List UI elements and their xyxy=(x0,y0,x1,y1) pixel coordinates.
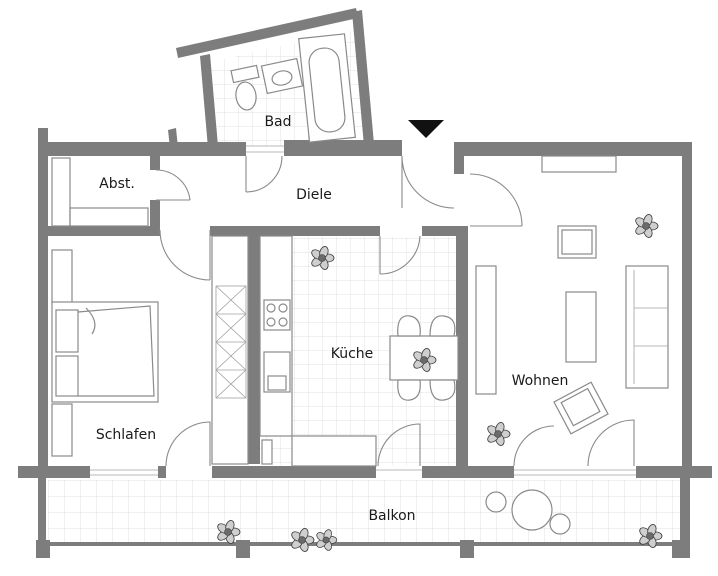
plant-icon xyxy=(316,529,338,551)
entrance-arrow-icon xyxy=(408,120,444,138)
doors xyxy=(155,155,635,467)
room-label-schlafen: Schlafen xyxy=(96,427,156,443)
room-label-abst: Abst. xyxy=(99,176,135,192)
room-label-diele: Diele xyxy=(296,187,332,203)
room-label-balkon: Balkon xyxy=(368,508,415,524)
walls xyxy=(18,8,712,558)
plant-icon xyxy=(217,520,241,544)
living-furniture xyxy=(475,225,669,435)
kitchen-furniture xyxy=(259,235,459,467)
room-label-wohnen: Wohnen xyxy=(512,373,569,389)
plant-icon xyxy=(635,214,659,238)
plant-icon xyxy=(639,524,663,548)
plant-icon xyxy=(291,528,315,552)
bedroom-furniture xyxy=(51,235,249,465)
balcony-furniture xyxy=(485,489,571,535)
plant-icon xyxy=(311,246,335,270)
plant-icon xyxy=(487,422,511,446)
plant-icon xyxy=(413,348,437,372)
bathroom-fixtures xyxy=(230,33,356,143)
balcony-tile-floor xyxy=(48,480,684,542)
room-label-kueche: Küche xyxy=(331,346,374,362)
room-label-bad: Bad xyxy=(264,114,291,130)
